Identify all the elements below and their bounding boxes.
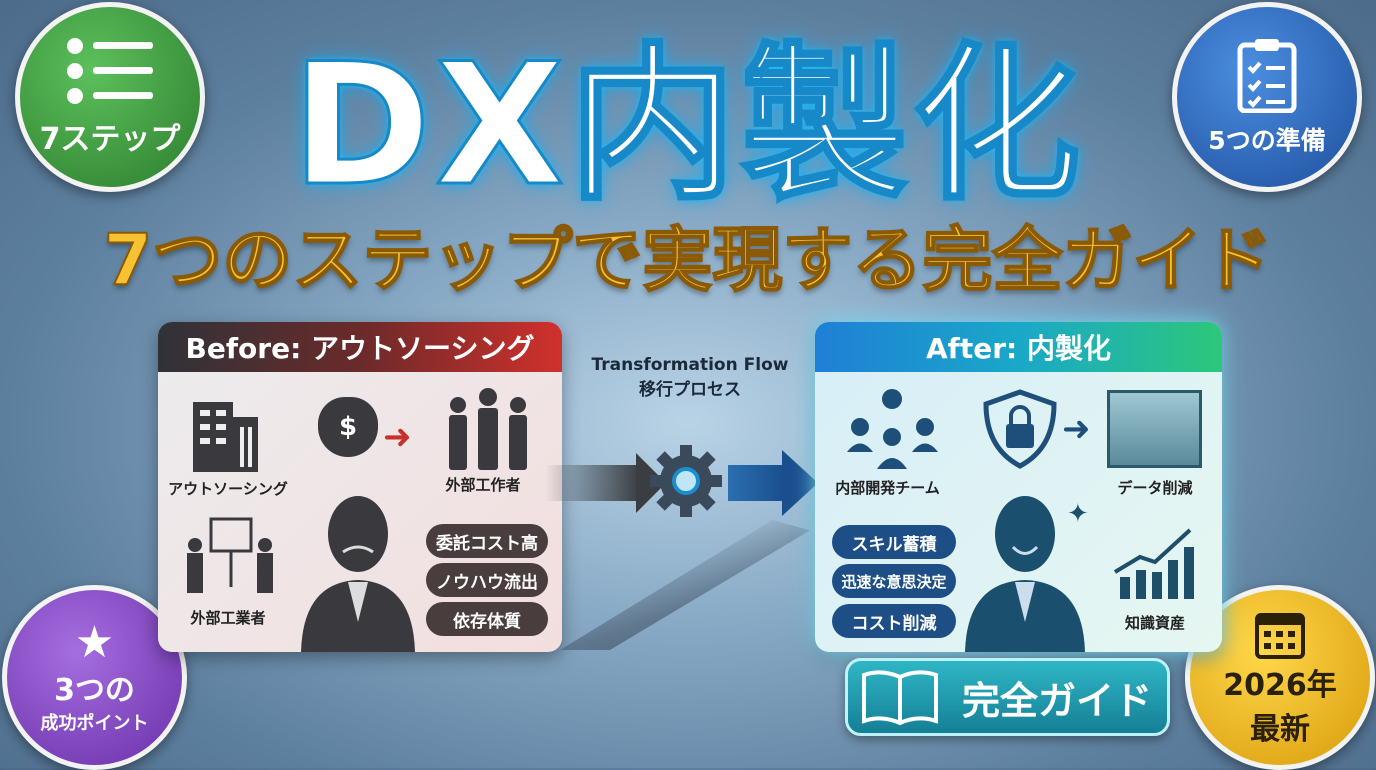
after-panel: After: 内製化 ➜ 内部開発チーム データ削減 スキル蓄積 迅速な意思決定… [815,322,1222,652]
label-internal-dev-team: 内部開発チーム [835,479,940,497]
star-icon: ★ [74,616,115,668]
after-header: After: 内製化 [815,322,1222,372]
growth-chart-icon [1113,528,1194,599]
arrow-right-icon: ➜ [1062,409,1091,449]
calendar-icon [1255,612,1305,659]
badge-7-steps: 7ステップ [15,2,205,192]
pill-high-cost: 委託コスト高 [426,524,548,558]
security-shield-icon [983,389,1057,469]
flow-arrow-left [545,465,640,501]
flow-arrow-right [728,465,783,501]
badge-line1: 3つの [54,672,135,708]
bridge-road [560,520,810,650]
pill-dependency: 依存体質 [426,602,548,636]
flow-title: Transformation Flow 移行プロセス [570,355,810,400]
checklist-clipboard-icon [1237,39,1297,113]
main-title: DX内製化 [290,27,1085,223]
complete-guide-label: 完全ガイド [962,678,1153,723]
presentation-icon [187,517,273,593]
badge-line2: 最新 [1250,711,1310,747]
flow-arrow-right-head [782,450,818,516]
label-data-reduction: データ削減 [1117,479,1193,497]
numbered-list-icon [67,38,153,104]
before-header: Before: アウトソーシング [158,322,562,372]
label-knowledge-assets: 知識資産 [1124,614,1185,632]
label-outsourcing: アウトソーシング [168,480,288,498]
label-external-workers: 外部工作者 [445,476,521,494]
team-icon [847,389,938,469]
badge-label: 7ステップ [39,122,181,157]
open-book-icon [862,670,938,726]
badge-label: 5つの準備 [1208,126,1326,155]
worried-businessman-icon [301,496,415,652]
pill-quick-decisions: 迅速な意思決定 [832,564,956,598]
pill-cost-reduction: コスト削減 [832,604,956,638]
complete-guide-button[interactable]: 完全ガイド [845,658,1170,736]
badge-line2: 成功ポイント [40,712,149,734]
flow-title-en: Transformation Flow [591,355,789,375]
workers-icon [449,388,527,470]
svg-text:✦: ✦ [1067,499,1089,529]
label-external-contractors: 外部工業者 [190,609,266,627]
gear-icon [650,445,722,517]
flow-title-jp: 移行プロセス [639,380,741,400]
money-bag-icon: $ [318,397,378,457]
handshake-illustration [1107,390,1202,468]
before-panel: Before: アウトソーシング $ ➜ アウトソーシング 外部工作者 外部工業… [158,322,562,652]
subtitle: 7つのステップで実現する完全ガイド [103,218,1274,302]
badge-3-success-points: ★ 3つの 成功ポイント [2,585,187,770]
badge-5-preparations: 5つの準備 [1172,2,1362,192]
pill-knowhow-leak: ノウハウ流出 [426,563,548,597]
building-icon [193,402,258,472]
badge-line1: 2026年 [1223,667,1337,703]
arrow-right-icon: ➜ [383,417,412,457]
pill-skill-accumulation: スキル蓄積 [832,525,956,559]
smiling-businessman-icon: ✦ [965,496,1089,652]
